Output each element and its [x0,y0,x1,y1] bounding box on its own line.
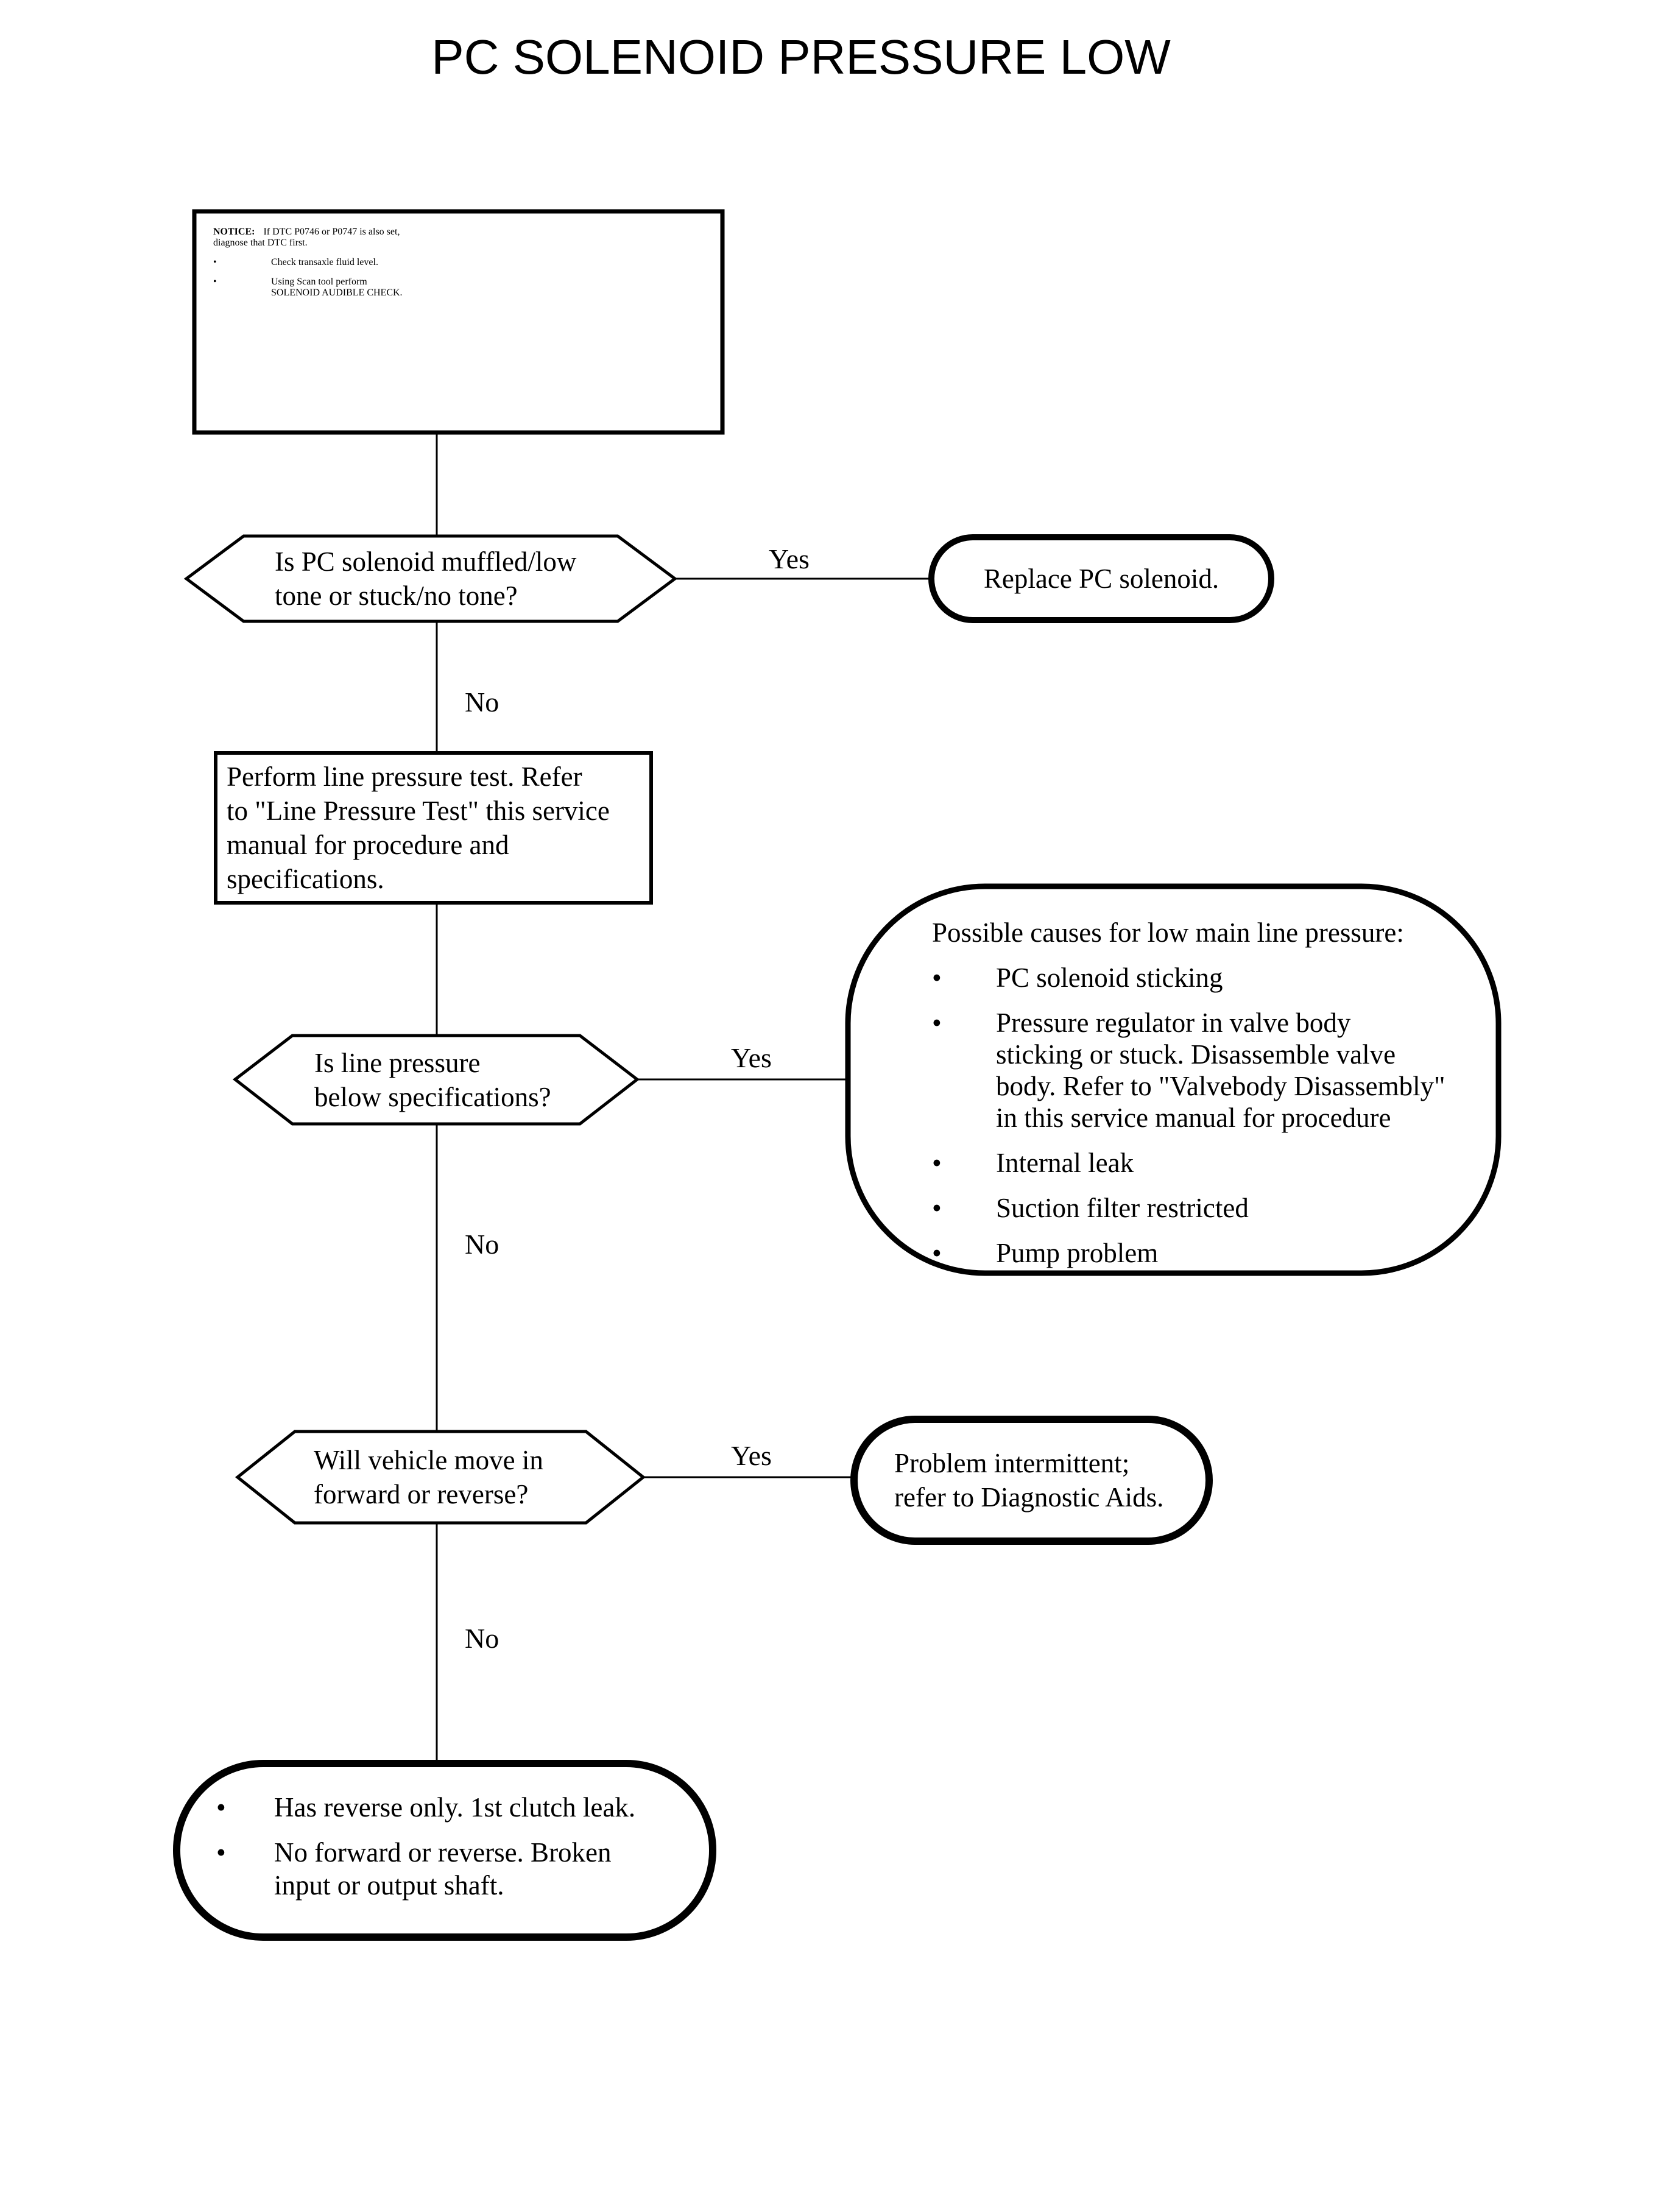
bullet-icon: • [216,1837,226,1868]
outcome-item: • No forward or reverse. Broken input or… [216,1836,685,1902]
cause-item-text: PC solenoid sticking [996,962,1223,993]
decision3-hexagon-outline [235,1430,646,1525]
decision1-yes-label: Yes [769,543,810,574]
decision1-no-label: No [465,687,499,718]
decision2-hexagon-outline [232,1034,640,1126]
bullet-icon: • [213,277,217,287]
page-title: PC SOLENOID PRESSURE LOW [431,30,1171,84]
decision1-hexagon-outline [183,534,678,623]
possible-causes-heading: Possible causes for low main line pressu… [932,917,1404,948]
outcome-item-text: No forward or reverse. Broken input or o… [274,1837,612,1901]
outcome-item-text: Has reverse only. 1st clutch leak. [274,1792,636,1823]
notice-item-text: Check transaxle fluid level. [271,257,378,267]
outcome-stadium-outline [173,1760,716,1941]
decision2-text: Is line pressure below specifications? [314,1047,551,1112]
intermittent-stadium-outline [850,1416,1213,1545]
bullet-icon: • [932,1008,942,1038]
decision1-text: Is PC solenoid muffled/low tone or stuck… [275,546,577,611]
cause-item-text: Pressure regulator in valve body stickin… [996,1008,1445,1133]
possible-causes-box: Possible causes for low main line pressu… [932,917,1480,1269]
decision2-no-label: No [465,1229,499,1260]
bullet-icon: • [932,1193,942,1223]
notice-item: • Check transaxle fluid level. [213,257,708,268]
decision3-yes-label: Yes [731,1440,772,1471]
outcome-box: • Has reverse only. 1st clutch leak. • N… [216,1791,685,1902]
notice-item: • Using Scan tool perform SOLENOID AUDIB… [213,277,708,298]
cause-item: • PC solenoid sticking [932,962,1480,994]
bullet-icon: • [213,257,217,267]
cause-item: • Internal leak [932,1147,1480,1179]
notice-box-outline [192,209,725,435]
cause-item: • Pump problem [932,1237,1480,1269]
intermittent-text: Problem intermittent; refer to Diagnosti… [894,1448,1164,1513]
notice-label: NOTICE: [213,227,255,237]
line-pressure-test-box-outline [214,751,653,905]
notice-lead: NOTICE:If DTC P0746 or P0747 is also set… [213,227,708,249]
line-pressure-test-text: Perform line pressure test. Refer to "Li… [227,761,610,894]
decision2-yes-label: Yes [731,1042,772,1073]
cause-item-text: Pump problem [996,1238,1159,1268]
cause-item-text: Suction filter restricted [996,1193,1249,1223]
cause-item: • Pressure regulator in valve body stick… [932,1007,1480,1134]
outcome-item: • Has reverse only. 1st clutch leak. [216,1791,685,1824]
notice-item-text: Using Scan tool perform SOLENOID AUDIBLE… [271,277,403,298]
bullet-icon: • [216,1792,226,1823]
cause-item: • Suction filter restricted [932,1192,1480,1224]
decision3-no-label: No [465,1623,499,1654]
replace-solenoid-stadium-outline [928,534,1274,623]
notice-box: NOTICE:If DTC P0746 or P0747 is also set… [213,227,708,298]
decision3-text: Will vehicle move in forward or reverse? [314,1445,543,1509]
notice-lead-text: If DTC P0746 or P0747 is also set, diagn… [213,227,400,248]
bullet-icon: • [932,962,942,993]
bullet-icon: • [932,1238,942,1268]
bullet-icon: • [932,1148,942,1178]
cause-item-text: Internal leak [996,1148,1134,1178]
replace-solenoid-text: Replace PC solenoid. [983,563,1219,594]
possible-causes-rounded-box-outline [845,883,1502,1276]
